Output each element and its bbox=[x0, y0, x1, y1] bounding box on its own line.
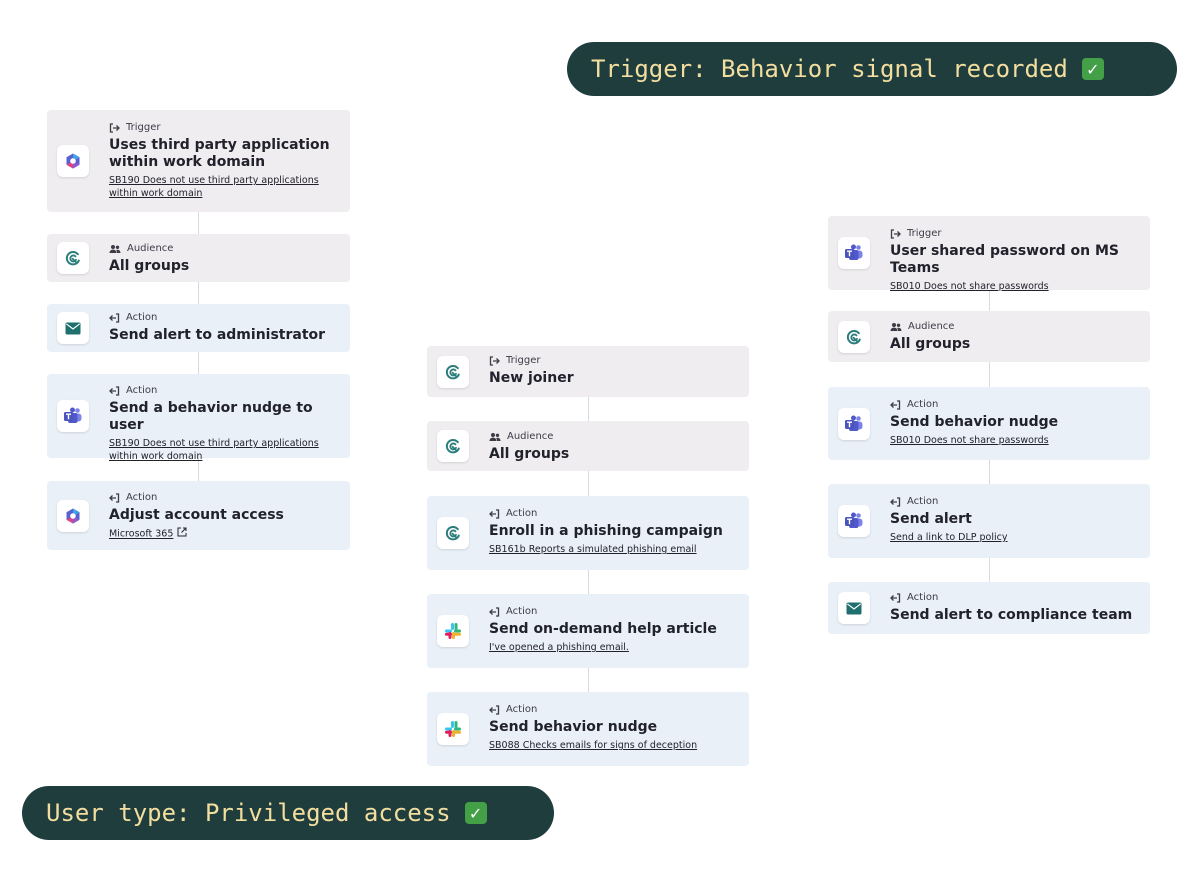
card-kind-label: Trigger bbox=[489, 355, 574, 367]
card-title: Enroll in a phishing campaign bbox=[489, 523, 723, 539]
card-kind-label: Audience bbox=[109, 243, 189, 255]
workflow-card-action[interactable]: Action Send a behavior nudge to user SB1… bbox=[47, 374, 350, 462]
workflow-card-trigger[interactable]: Trigger Uses third party application wit… bbox=[47, 110, 350, 212]
card-title: New joiner bbox=[489, 370, 574, 386]
card-kind-label: Action bbox=[489, 508, 723, 520]
card-subtitle-link[interactable]: Send a link to DLP policy bbox=[890, 532, 1008, 543]
workflow-card-audience[interactable]: Audience All groups bbox=[47, 234, 350, 282]
action-icon bbox=[890, 400, 901, 410]
card-subtitle-link[interactable]: SB190 Does not use third party applicati… bbox=[109, 438, 319, 462]
action-icon bbox=[489, 509, 500, 519]
card-kind-label: Audience bbox=[890, 321, 970, 333]
card-subtitle-link[interactable]: SB010 Does not share passwords bbox=[890, 435, 1049, 446]
check-icon: ✓ bbox=[464, 802, 487, 824]
card-subtitle-link[interactable]: SB161b Reports a simulated phishing emai… bbox=[489, 544, 697, 555]
action-icon bbox=[109, 386, 120, 396]
card-kind-label: Action bbox=[109, 312, 325, 324]
card-subtitle-link[interactable]: SB088 Checks emails for signs of decepti… bbox=[489, 740, 698, 751]
microsoft-365-icon bbox=[57, 499, 89, 532]
card-subtitle-link[interactable]: SB190 Does not use third party applicati… bbox=[109, 175, 319, 199]
card-kind-label: Action bbox=[109, 492, 284, 504]
email-icon bbox=[838, 592, 870, 624]
card-kind-label: Action bbox=[489, 704, 697, 716]
workflow-card-action[interactable]: Action Enroll in a phishing campaign SB1… bbox=[427, 496, 749, 570]
teams-icon bbox=[838, 505, 870, 537]
teams-icon bbox=[838, 237, 870, 269]
teams-icon bbox=[57, 400, 89, 432]
card-subtitle-link[interactable]: I've opened a phishing email. bbox=[489, 642, 629, 653]
trigger-icon bbox=[890, 229, 901, 239]
slack-icon bbox=[437, 713, 469, 745]
trigger-icon bbox=[489, 356, 500, 366]
trigger-banner: Trigger: Behavior signal recorded ✓ bbox=[567, 42, 1177, 96]
card-title: Send a behavior nudge to user bbox=[109, 400, 313, 433]
teams-icon bbox=[838, 407, 870, 440]
action-icon bbox=[890, 593, 901, 603]
card-kind-label: Action bbox=[890, 399, 1058, 411]
external-link-icon bbox=[177, 527, 187, 541]
workflow-card-action[interactable]: Action Send behavior nudge SB088 Checks … bbox=[427, 692, 749, 766]
card-title: All groups bbox=[109, 258, 190, 274]
action-icon bbox=[109, 493, 120, 503]
check-icon: ✓ bbox=[1081, 58, 1104, 80]
workflow-card-action[interactable]: Action Send alert to administrator bbox=[47, 304, 350, 352]
action-icon bbox=[489, 607, 500, 617]
card-kind-label: Action bbox=[890, 496, 1008, 508]
workflow-card-audience[interactable]: Audience All groups bbox=[427, 421, 749, 471]
card-title: Send behavior nudge bbox=[489, 719, 658, 735]
card-title: All groups bbox=[489, 446, 570, 462]
brand-logo-icon bbox=[437, 355, 469, 388]
card-kind-label: Trigger bbox=[109, 122, 340, 134]
email-icon bbox=[57, 312, 89, 344]
audience-icon bbox=[890, 322, 902, 332]
card-subtitle-link[interactable]: SB010 Does not share passwords bbox=[890, 281, 1049, 292]
slack-icon bbox=[437, 615, 469, 647]
workflow-card-action[interactable]: Action Send behavior nudge SB010 Does no… bbox=[828, 387, 1150, 460]
workflow-card-trigger[interactable]: Trigger User shared password on MS Teams… bbox=[828, 216, 1150, 292]
brand-logo-icon bbox=[838, 320, 870, 353]
card-subtitle-link[interactable]: Microsoft 365 bbox=[109, 527, 284, 541]
workflow-card-audience[interactable]: Audience All groups bbox=[828, 311, 1150, 362]
user-type-banner-text: User type: Privileged access bbox=[46, 799, 451, 827]
card-title: Send alert to administrator bbox=[109, 327, 326, 343]
action-icon bbox=[890, 497, 901, 507]
trigger-banner-text: Trigger: Behavior signal recorded bbox=[591, 55, 1068, 83]
card-kind-label: Action bbox=[890, 592, 1132, 604]
card-title: Adjust account access bbox=[109, 507, 284, 523]
card-kind-label: Action bbox=[109, 385, 340, 397]
card-kind-label: Trigger bbox=[890, 228, 1140, 240]
audience-icon bbox=[109, 244, 121, 254]
card-kind-label: Action bbox=[489, 606, 717, 618]
trigger-icon bbox=[109, 123, 120, 133]
workflow-card-action[interactable]: Action Send alert Send a link to DLP pol… bbox=[828, 484, 1150, 558]
user-type-banner: User type: Privileged access ✓ bbox=[22, 786, 554, 840]
workflow-card-action[interactable]: Action Send alert to compliance team bbox=[828, 582, 1150, 634]
brand-logo-icon bbox=[437, 430, 469, 462]
microsoft-365-icon bbox=[57, 145, 89, 177]
workflow-card-action[interactable]: Action Send on-demand help article I've … bbox=[427, 594, 749, 668]
workflow-card-trigger[interactable]: Trigger New joiner bbox=[427, 346, 749, 397]
brand-logo-icon bbox=[57, 242, 89, 274]
card-title: Send behavior nudge bbox=[890, 414, 1059, 430]
action-icon bbox=[489, 705, 500, 715]
card-title: Uses third party application within work… bbox=[109, 137, 330, 170]
action-icon bbox=[109, 313, 120, 323]
card-title: Send alert to compliance team bbox=[890, 607, 1133, 623]
workflow-card-action[interactable]: Action Adjust account access Microsoft 3… bbox=[47, 481, 350, 550]
card-title: Send alert bbox=[890, 511, 972, 527]
card-title: User shared password on MS Teams bbox=[890, 243, 1119, 276]
brand-logo-icon bbox=[437, 517, 469, 549]
card-title: All groups bbox=[890, 336, 971, 352]
audience-icon bbox=[489, 432, 501, 442]
card-title: Send on-demand help article bbox=[489, 621, 717, 637]
card-kind-label: Audience bbox=[489, 431, 569, 443]
